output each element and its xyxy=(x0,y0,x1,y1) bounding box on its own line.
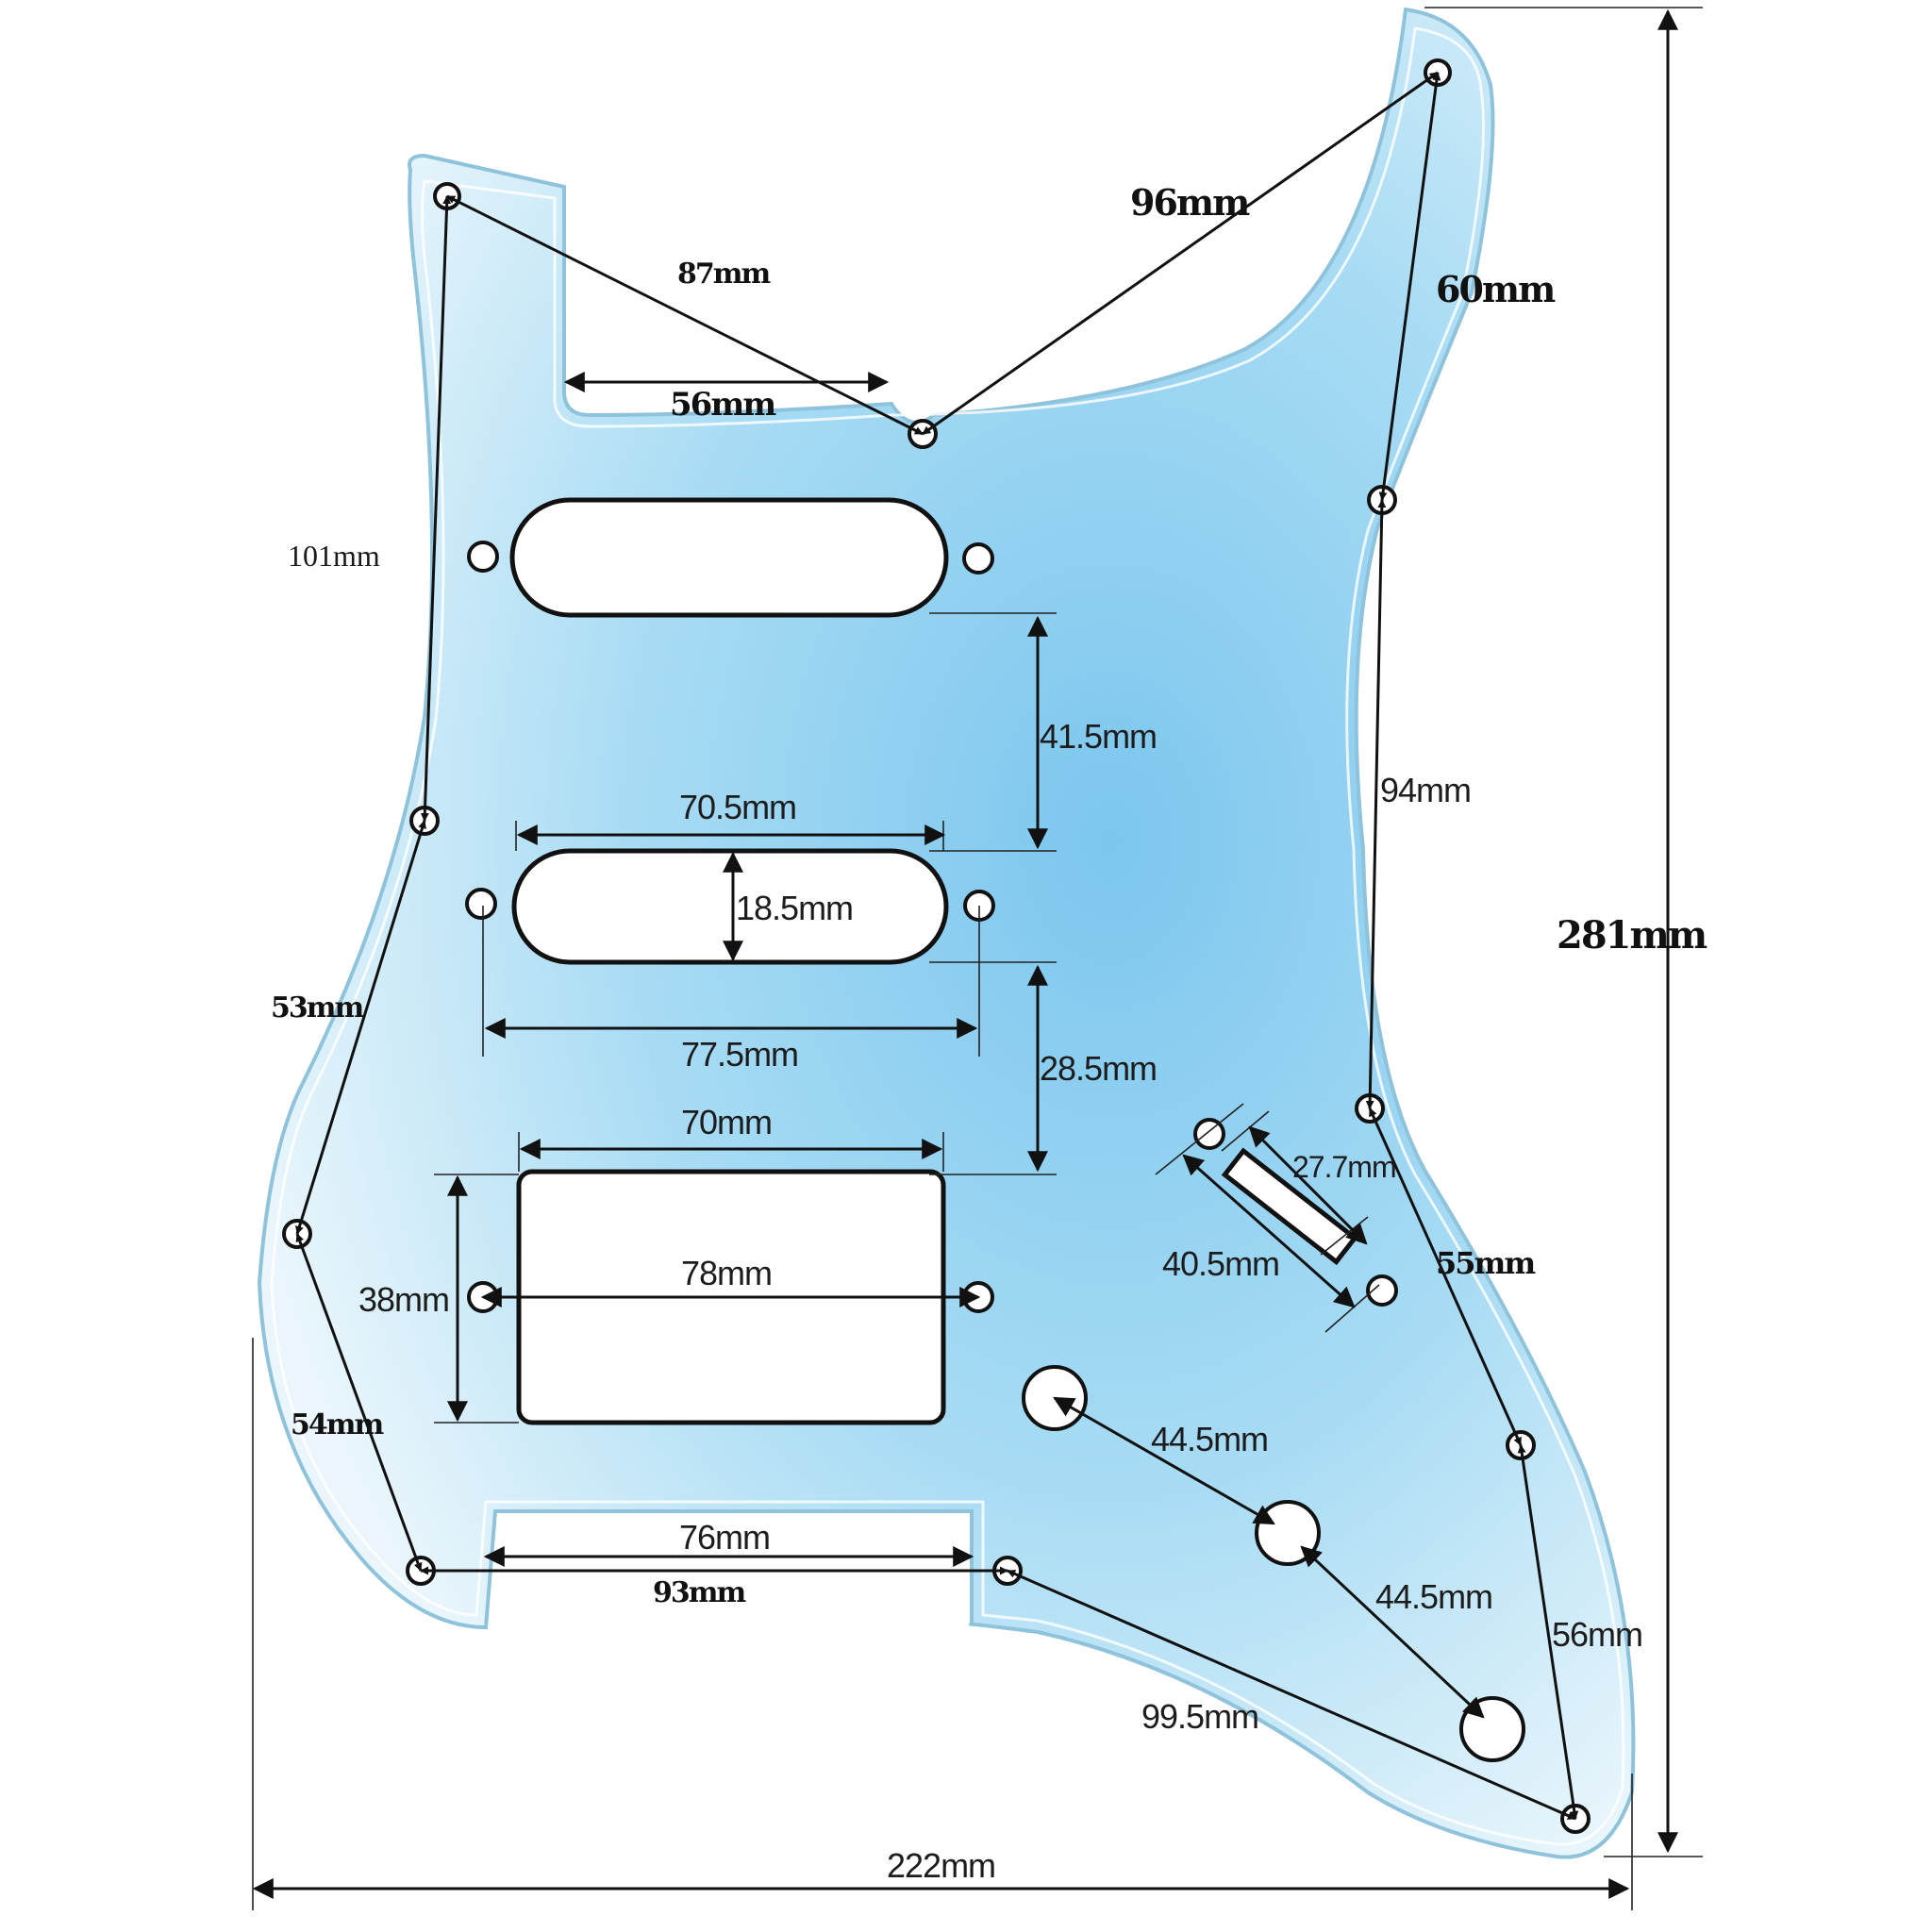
label-total-height: 281mm xyxy=(1557,913,1707,958)
label-left-lower: 54mm xyxy=(291,1408,384,1441)
pickup-screw-hole xyxy=(467,541,499,573)
label-right-long: 94mm xyxy=(1380,771,1471,809)
label-total-width: 222mm xyxy=(887,1846,995,1885)
switch-screw-hole xyxy=(1193,1118,1225,1150)
label-humbucker-width: 38mm xyxy=(358,1280,449,1319)
label-bottom-diagonal: 99.5mm xyxy=(1141,1697,1258,1736)
label-neck-pocket: 56mm xyxy=(670,386,776,424)
label-right-lower: 56mm xyxy=(1552,1615,1642,1654)
dimension-lines xyxy=(252,8,1678,1899)
label-upper-right: 60mm xyxy=(1436,268,1556,310)
label-humbucker-length: 70mm xyxy=(681,1103,772,1141)
label-bottom-screws: 93mm xyxy=(653,1576,746,1609)
label-left-upper: 101mm xyxy=(288,539,380,573)
label-switch-slot: 27.7mm xyxy=(1292,1150,1396,1184)
label-single-coil-length: 70.5mm xyxy=(679,788,796,826)
label-right-mid: 55mm xyxy=(1436,1245,1536,1281)
dimension-labels: 281mm 222mm 87mm 56mm 96mm 60mm 101mm 53… xyxy=(271,181,1709,1885)
tone-knob-hole-2 xyxy=(1459,1696,1525,1762)
label-humbucker-screws: 78mm xyxy=(681,1254,772,1292)
label-single-coil-screws: 77.5mm xyxy=(681,1035,798,1074)
middle-pickup-cutout xyxy=(511,848,949,965)
pickup-screw-hole xyxy=(465,888,497,920)
pickup-screw-hole xyxy=(962,542,994,575)
label-middle-to-bridge: 28.5mm xyxy=(1040,1049,1157,1088)
label-knob-spacing-2: 44.5mm xyxy=(1375,1577,1492,1616)
label-neck-to-middle: 41.5mm xyxy=(1040,717,1157,756)
neck-pickup-cutout xyxy=(509,497,949,618)
label-single-coil-width: 18.5mm xyxy=(736,889,853,927)
label-upper-diagonal: 96mm xyxy=(1130,181,1250,224)
label-top-horn-span: 87mm xyxy=(677,258,771,291)
label-switch-screws: 40.5mm xyxy=(1162,1244,1279,1283)
label-knob-spacing-1: 44.5mm xyxy=(1151,1420,1268,1458)
label-left-mid: 53mm xyxy=(271,991,364,1024)
label-bottom-cutout: 76mm xyxy=(679,1518,770,1557)
